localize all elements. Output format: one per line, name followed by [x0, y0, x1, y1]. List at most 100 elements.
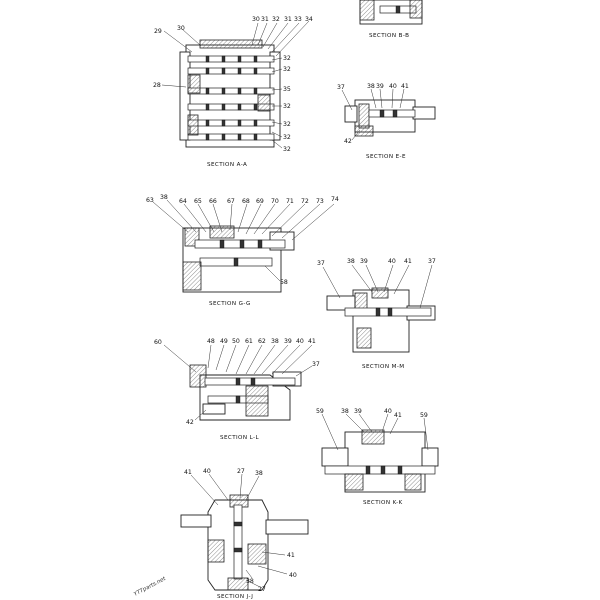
section-a-a-drawing — [161, 20, 310, 149]
callout-72: 72 — [301, 198, 309, 205]
callout-40: 40 — [203, 468, 211, 475]
section-b-b-caption: SECTION B-B — [369, 33, 409, 39]
spool-land — [205, 55, 210, 63]
callout-59: 59 — [316, 408, 324, 415]
callout-49: 49 — [220, 338, 228, 345]
spool-land — [237, 119, 242, 127]
callout-38: 38 — [341, 408, 349, 415]
spool-land — [221, 67, 226, 75]
spool-land — [253, 55, 258, 63]
section-a-a-caption: SECTION A-A — [207, 162, 247, 168]
callout-71: 71 — [286, 198, 294, 205]
callout-41: 41 — [287, 552, 295, 559]
callout-41: 41 — [401, 83, 409, 90]
section-l-l-drawing — [163, 344, 313, 421]
callout-40: 40 — [296, 338, 304, 345]
callout-32: 32 — [272, 16, 280, 23]
callout-41: 41 — [394, 412, 402, 419]
callout-42: 42 — [186, 419, 194, 426]
callout-64: 64 — [179, 198, 187, 205]
section-g-g-caption: SECTION G-G — [209, 301, 251, 307]
spool-land — [221, 103, 226, 111]
spool-land — [237, 103, 242, 111]
callout-60: 60 — [154, 339, 162, 346]
section-a-a-callouts: 29 30 30 31 32 31 33 34 32 32 28 35 32 3… — [153, 16, 313, 153]
callout-38: 38 — [246, 578, 254, 585]
callout-39: 39 — [376, 83, 384, 90]
callout-34: 34 — [305, 16, 313, 23]
spool-land — [237, 55, 242, 63]
callout-63: 63 — [146, 197, 154, 204]
callout-38: 38 — [255, 470, 263, 477]
section-k-k-drawing — [321, 413, 439, 493]
section-k-k-callouts: 59 38 39 40 41 59 — [316, 408, 428, 419]
callout-32: 32 — [283, 103, 291, 110]
callout-31: 31 — [284, 16, 292, 23]
callout-37: 37 — [312, 361, 320, 368]
callout-35: 35 — [283, 86, 291, 93]
callout-32: 32 — [283, 134, 291, 141]
callout-28: 28 — [153, 82, 161, 89]
callout-73: 73 — [316, 198, 324, 205]
callout-41: 41 — [404, 258, 412, 265]
callout-40: 40 — [389, 83, 397, 90]
callout-40: 40 — [388, 258, 396, 265]
callout-32: 32 — [283, 146, 291, 153]
spool-bore — [187, 55, 275, 63]
callout-59: 59 — [420, 412, 428, 419]
callout-31: 31 — [261, 16, 269, 23]
callout-41: 41 — [308, 338, 316, 345]
spool-land — [253, 103, 258, 111]
spool-land — [221, 87, 226, 95]
callout-40: 40 — [289, 572, 297, 579]
section-g-g-callouts: 63 38 64 65 66 67 68 69 70 71 72 73 74 5… — [146, 194, 339, 286]
spool-land — [205, 119, 210, 127]
section-k-k-caption: SECTION K-K — [363, 500, 403, 506]
callout-38: 38 — [271, 338, 279, 345]
callout-70: 70 — [271, 198, 279, 205]
watermark-text: YTTparts.net — [133, 576, 167, 598]
callout-38: 38 — [347, 258, 355, 265]
callout-67: 67 — [227, 198, 235, 205]
callout-38: 38 — [367, 83, 375, 90]
section-j-j-caption: SECTION J-J — [217, 594, 253, 600]
spool-land — [253, 87, 258, 95]
spool-bore — [187, 103, 275, 111]
spool-land — [253, 119, 258, 127]
spool-land — [221, 119, 226, 127]
spool-bore — [187, 133, 275, 141]
section-m-m-callouts: 37 38 39 40 41 37 — [317, 258, 436, 267]
callout-39: 39 — [360, 258, 368, 265]
callout-30: 30 — [252, 16, 260, 23]
section-m-m-drawing — [322, 264, 436, 353]
section-e-e-caption: SECTION E-E — [366, 154, 406, 160]
callout-41: 41 — [184, 469, 192, 476]
callout-32: 32 — [283, 55, 291, 62]
section-g-g-drawing — [152, 199, 335, 293]
spool-bore — [187, 87, 275, 95]
callout-39: 39 — [284, 338, 292, 345]
callout-27: 27 — [258, 586, 266, 593]
callout-27: 27 — [237, 468, 245, 475]
callout-37: 37 — [317, 260, 325, 267]
callout-61: 61 — [245, 338, 253, 345]
spool-land — [237, 133, 242, 141]
spool-land — [221, 55, 226, 63]
callout-33: 33 — [294, 16, 302, 23]
callout-58: 58 — [280, 279, 288, 286]
spool-land — [205, 67, 210, 75]
callout-32: 32 — [283, 121, 291, 128]
section-e-e-callouts: 37 38 39 40 41 42 — [337, 83, 409, 145]
callout-37: 37 — [337, 84, 345, 91]
spool-land — [237, 67, 242, 75]
callout-62: 62 — [258, 338, 266, 345]
section-b-b-drawing — [359, 0, 423, 25]
spool-land — [205, 133, 210, 141]
callout-74: 74 — [331, 196, 339, 203]
callout-39: 39 — [354, 408, 362, 415]
spool-land — [253, 133, 258, 141]
callout-50: 50 — [232, 338, 240, 345]
callout-38: 38 — [160, 194, 168, 201]
